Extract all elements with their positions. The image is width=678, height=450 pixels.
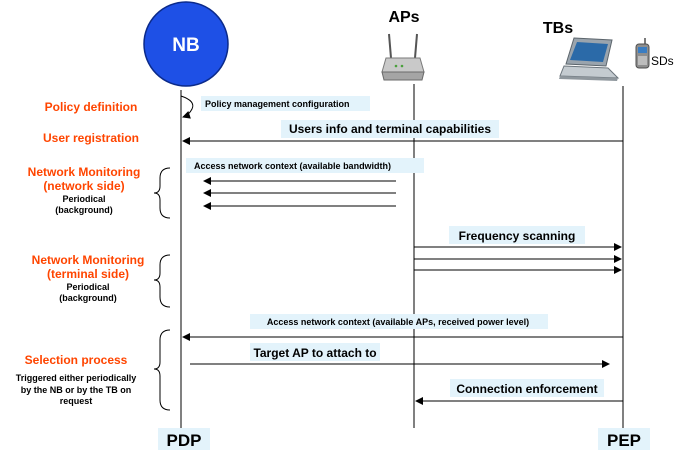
freq-scanning-label: Frequency scanning — [459, 229, 576, 243]
phase-network-monitoring-terminal-line1: Network Monitoring — [32, 253, 145, 267]
nb-label: NB — [172, 35, 199, 56]
pdp-box — [158, 428, 210, 450]
selection-note-line3: request — [60, 396, 93, 406]
phase-network-monitoring-network-line2: (network side) — [43, 179, 124, 193]
phase-selection-process: Selection process — [25, 353, 128, 367]
access-ctx-bw-label: Access network context (available bandwi… — [194, 161, 391, 171]
tbs-actor: TBs SDs — [543, 20, 674, 81]
policy-mgmt-label: Policy management configuration — [205, 99, 350, 109]
network-side-note-line1: Periodical — [62, 194, 105, 204]
aps-actor: APs — [381, 9, 425, 81]
selection-note-line1: Triggered either periodically — [16, 373, 137, 383]
phase-policy-definition: Policy definition — [45, 100, 138, 114]
mobile-phone-icon — [635, 38, 650, 69]
brace-selection — [153, 329, 171, 411]
terminal-side-note-line2: (background) — [59, 293, 117, 303]
phase-user-registration: User registration — [43, 131, 139, 145]
target-ap-label: Target AP to attach to — [253, 346, 376, 360]
aps-label: APs — [388, 9, 419, 26]
message-frequency-scanning: Frequency scanning — [414, 226, 622, 274]
conn-enforcement-label: Connection enforcement — [456, 382, 597, 396]
tbs-label: TBs — [543, 20, 573, 37]
message-access-context-aps: Access network context (available APs, r… — [182, 314, 623, 341]
message-target-ap: Target AP to attach to — [190, 343, 610, 368]
phase-network-monitoring-terminal-line2: (terminal side) — [47, 267, 129, 281]
message-policy-management: Policy management configuration — [180, 95, 370, 119]
sds-label: SDs — [651, 54, 674, 68]
message-access-context-bandwidth: Access network context (available bandwi… — [186, 158, 424, 210]
users-info-label: Users info and terminal capabilities — [289, 122, 491, 136]
nb-actor: NB — [143, 1, 229, 87]
message-users-info: Users info and terminal capabilities — [182, 120, 623, 145]
terminal-side-note-line1: Periodical — [66, 282, 109, 292]
brace-network-side — [153, 167, 171, 219]
network-side-note-line2: (background) — [55, 205, 113, 215]
message-connection-enforcement: Connection enforcement — [415, 379, 623, 405]
brace-terminal-side — [153, 254, 171, 308]
pdp-label: PDP — [167, 431, 202, 450]
pep-label: PEP — [607, 431, 641, 450]
access-point-icon — [381, 33, 425, 81]
laptop-icon — [559, 37, 620, 81]
selection-note-line2: by the NB or by the TB on — [21, 385, 132, 395]
phase-network-monitoring-network-line1: Network Monitoring — [28, 165, 141, 179]
access-ctx-aps-label: Access network context (available APs, r… — [267, 317, 529, 327]
pep-box — [598, 428, 650, 450]
nb-circle — [143, 1, 229, 87]
